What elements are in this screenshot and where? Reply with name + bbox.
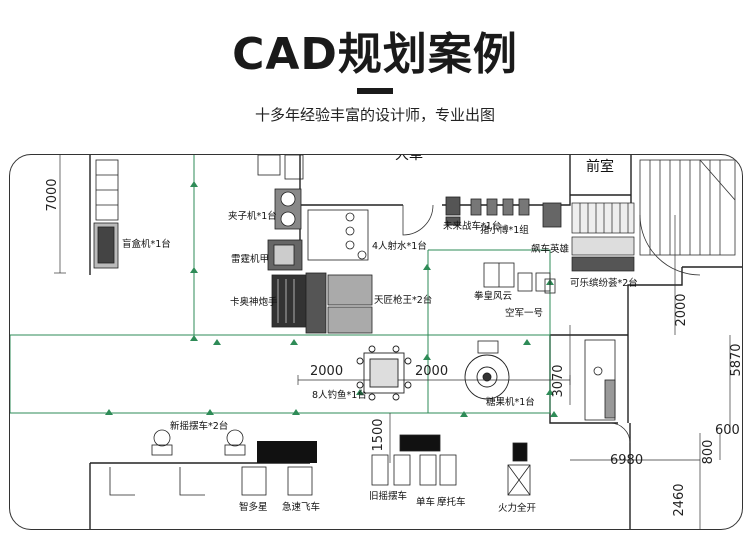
craftsman-guns bbox=[305, 272, 373, 334]
label-cola: 可乐缤纷荟*2台 bbox=[570, 277, 638, 289]
label-air-force: 空军一号 bbox=[505, 307, 543, 319]
label-candy: 糖果机*1台 bbox=[486, 396, 535, 408]
floor-plan-drawing: 7000 2000 2000 2000 1500 3070 5870 6980 … bbox=[10, 155, 742, 529]
floor-plan-frame: 7000 2000 2000 2000 1500 3070 5870 6980 … bbox=[9, 154, 743, 530]
label-clip: 夹子机*1台 bbox=[228, 210, 277, 222]
misc-marks bbox=[477, 278, 556, 354]
label-boxing: 拳皇风云 bbox=[474, 290, 512, 302]
label-single-car: 单车 bbox=[416, 496, 435, 508]
dim-6980: 6980 bbox=[610, 453, 643, 468]
walls bbox=[89, 155, 742, 529]
dim-1500: 1500 bbox=[371, 418, 386, 451]
kaos-machine bbox=[271, 274, 307, 328]
label-new-rock: 新摇摆车*2台 bbox=[170, 420, 228, 432]
dim-2000-right: 2000 bbox=[674, 293, 689, 326]
label-thunder: 雷霆机甲 bbox=[231, 253, 269, 265]
label-kaos: 卡奥神炮手 bbox=[230, 296, 278, 308]
label-firepower: 火力全开 bbox=[498, 502, 537, 514]
bottom-stalls bbox=[109, 466, 313, 496]
ride-row bbox=[371, 434, 457, 486]
dimension-lines bbox=[54, 155, 731, 529]
room-top-partial: 大車 bbox=[395, 155, 423, 163]
dim-2000-mid: 2000 bbox=[415, 364, 448, 379]
label-racing: 飙车英雄 bbox=[531, 243, 570, 255]
air-force-machine bbox=[517, 272, 551, 292]
counter bbox=[584, 339, 616, 421]
racing-machine bbox=[542, 202, 562, 228]
water-shooter bbox=[307, 209, 369, 261]
central-block bbox=[257, 441, 317, 463]
dim-2460: 2460 bbox=[672, 483, 687, 516]
piglet-group bbox=[470, 198, 530, 216]
stairwell bbox=[639, 159, 736, 276]
label-speed-car: 急速飞车 bbox=[282, 501, 320, 513]
thunder-machine bbox=[267, 239, 303, 271]
circulation-lines bbox=[10, 155, 551, 414]
page-subtitle: 十多年经验丰富的设计师，专业出图 bbox=[254, 106, 495, 124]
dim-2000-left: 2000 bbox=[310, 364, 343, 379]
candy-machine bbox=[464, 354, 510, 400]
clip-machine bbox=[274, 188, 302, 230]
boxing-machine bbox=[483, 262, 515, 288]
label-motorbike: 摩托车 bbox=[437, 496, 466, 508]
dim-600: 600 bbox=[715, 423, 740, 438]
label-old-rock: 旧摇摆车 bbox=[369, 490, 407, 502]
door-swing-right bbox=[609, 422, 631, 444]
fishing-table bbox=[356, 345, 412, 401]
label-fishing8: 8人钓鱼*1台 bbox=[312, 389, 367, 401]
future-car bbox=[445, 196, 461, 226]
label-wisdom: 智多星 bbox=[239, 501, 268, 513]
dim-3070: 3070 bbox=[551, 364, 566, 397]
label-blind-box: 盲盒机*1台 bbox=[122, 238, 171, 250]
top-fixture bbox=[257, 155, 304, 180]
title-underline bbox=[357, 88, 393, 94]
firepower-machine bbox=[507, 442, 531, 496]
dim-7000: 7000 bbox=[45, 178, 60, 211]
page-title: CAD规划案例 bbox=[232, 29, 518, 80]
label-piglet: 猪小博*1组 bbox=[480, 224, 529, 236]
label-future-car: 未来战车*1台 bbox=[443, 220, 501, 232]
cola-machines bbox=[571, 202, 635, 272]
dim-5870: 5870 bbox=[729, 343, 742, 376]
door-swing bbox=[402, 204, 434, 236]
new-rock-cars bbox=[151, 429, 246, 456]
room-front-room: 前室 bbox=[586, 158, 614, 175]
label-shooter4: 4人射水*1台 bbox=[372, 240, 427, 252]
label-craftsman: 天匠枪王*2台 bbox=[374, 294, 432, 306]
blind-box-machines bbox=[93, 159, 119, 269]
dim-800: 800 bbox=[701, 440, 716, 465]
